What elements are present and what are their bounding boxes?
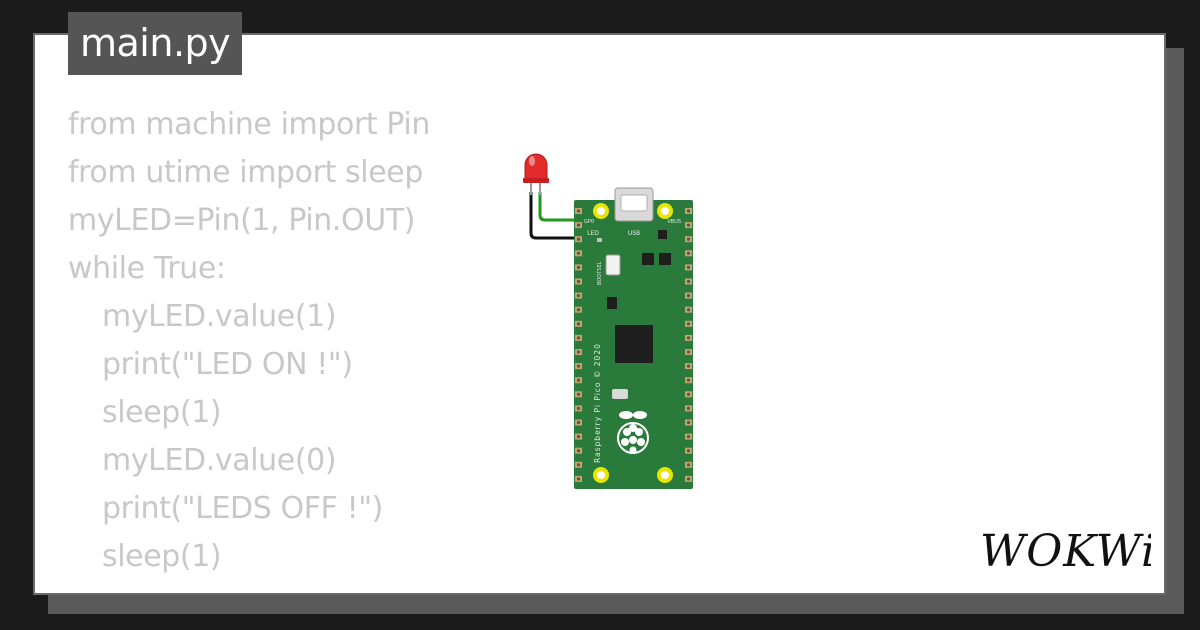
header-pin-hole [576, 209, 581, 213]
pin-label-left: GP0 [584, 219, 594, 225]
header-pin-hole [576, 223, 581, 227]
wires [529, 192, 583, 240]
header-pin-hole [576, 308, 581, 312]
led-label: LED [587, 230, 599, 237]
header-pin-hole [686, 251, 691, 255]
header-pin-hole [576, 449, 581, 453]
header-pin-hole [686, 463, 691, 467]
header-pin-hole [686, 308, 691, 312]
wire-anode [538, 192, 583, 222]
header-pin-hole [576, 350, 581, 354]
wire-cathode [529, 192, 583, 240]
code-line: sleep(1) [102, 539, 222, 574]
code-line: while True: [68, 251, 226, 286]
circuit-diagram[interactable]: USB LED GP0 VBUS BOOTSEL Raspberry Pi Pi… [515, 145, 700, 495]
board-silkscreen: Raspberry Pi Pico © 2020 [593, 343, 602, 463]
header-pin-hole [576, 406, 581, 410]
header-pin-hole [576, 435, 581, 439]
rp2040-chip [615, 325, 653, 363]
header-pin-hole [576, 265, 581, 269]
left-header-pins [575, 208, 582, 482]
header-pin-hole [576, 294, 581, 298]
code-line: myLED=Pin(1, Pin.OUT) [68, 203, 416, 238]
header-pin-hole [686, 322, 691, 326]
right-header-pins [685, 208, 692, 482]
header-pin-hole [686, 279, 691, 284]
header-pin-hole [686, 237, 691, 241]
code-line: print("LEDS OFF !") [102, 491, 383, 526]
header-pin-hole [576, 463, 581, 467]
header-pin-hole [686, 350, 691, 354]
raspberry-pi-pico-board[interactable]: USB LED GP0 VBUS BOOTSEL Raspberry Pi Pi… [574, 187, 693, 489]
header-pin-hole [686, 420, 691, 425]
bootsel-label: BOOTSEL [597, 261, 603, 285]
code-line: sleep(1) [102, 395, 222, 430]
raspberry-pi-logo-icon [617, 411, 649, 454]
header-pin-hole [686, 265, 691, 269]
header-pin-hole [576, 322, 581, 326]
code-line: from machine import Pin [68, 107, 430, 142]
header-pin-hole [686, 294, 691, 298]
header-pin-hole [576, 251, 581, 255]
header-pin-hole [576, 477, 581, 481]
code-view: from machine import Pin from utime import… [68, 101, 430, 581]
header-pin-hole [686, 223, 691, 227]
onboard-led [597, 238, 602, 242]
header-pin-hole [576, 420, 581, 425]
header-pin-hole [576, 392, 581, 396]
header-pin-hole [576, 336, 581, 340]
file-tab-main-py[interactable]: main.py [68, 12, 243, 75]
header-pin-hole [686, 392, 691, 396]
red-led[interactable] [523, 153, 549, 195]
usb-label: USB [628, 230, 640, 237]
header-pin-hole [686, 378, 691, 382]
wokwi-logo: WOKWi [980, 526, 1151, 577]
header-pin-hole [686, 406, 691, 410]
header-pin-hole [576, 378, 581, 382]
header-pin-hole [576, 237, 581, 241]
header-pin-hole [686, 435, 691, 439]
header-pin-hole [686, 364, 691, 368]
header-pin-hole [686, 336, 691, 340]
header-pin-hole [576, 364, 581, 368]
code-line: from utime import sleep [68, 155, 423, 190]
header-pin-hole [576, 279, 581, 284]
header-pin-hole [686, 477, 691, 481]
header-pin-hole [686, 449, 691, 453]
code-line: myLED.value(1) [102, 299, 337, 334]
bootsel-button [605, 254, 621, 276]
header-pin-hole [686, 209, 691, 213]
pin-label-right: VBUS [667, 219, 681, 225]
code-line: myLED.value(0) [102, 443, 337, 478]
code-line: print("LED ON !") [102, 347, 353, 382]
svg-text:WOKWi: WOKWi [980, 526, 1151, 577]
